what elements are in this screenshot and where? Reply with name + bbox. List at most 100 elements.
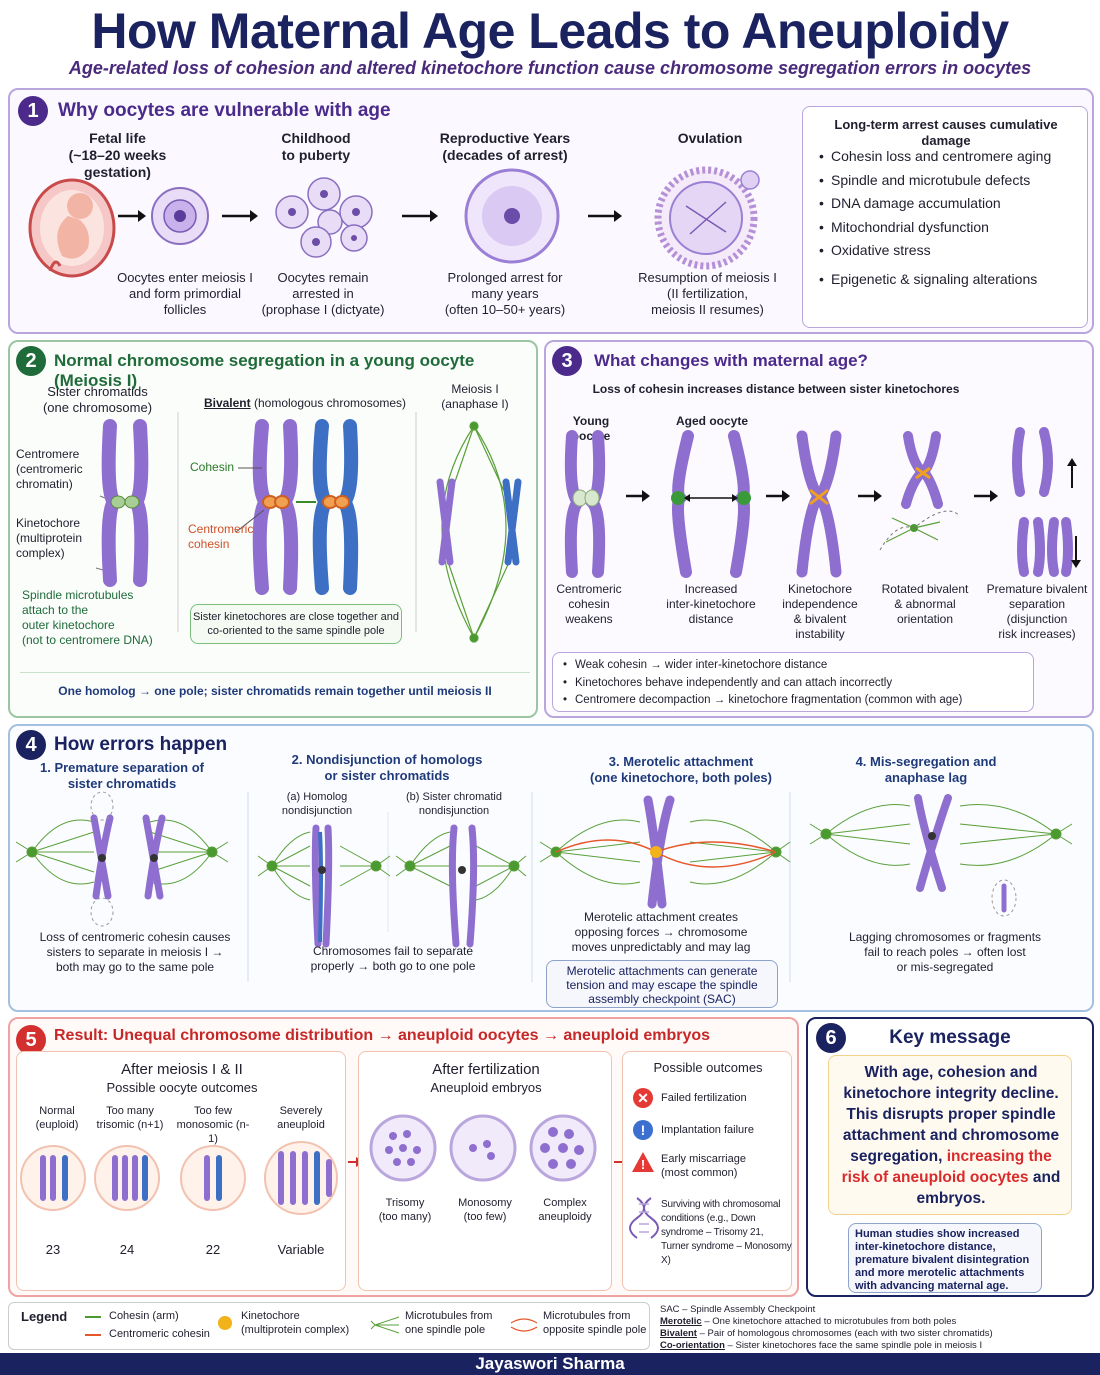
normal-segregation-summary: One homolog → one pole; sister chromatid…	[20, 672, 530, 699]
panel-number-badge: 2	[16, 346, 46, 376]
premature-separation-desc: Loss of centromeric cohesin causes siste…	[39, 930, 231, 974]
centromeric-cohesin-label: Centromeric cohesin	[188, 522, 254, 551]
panel-number-badge: 5	[16, 1025, 46, 1055]
legend-mt-one-pole: Microtubules from one spindle pole	[405, 1310, 493, 1336]
dna-helix-icon	[629, 1197, 659, 1239]
age-effect-item: Centromere decompaction → kinetochore fr…	[561, 692, 1031, 710]
damage-item: Cohesin loss and centromere aging	[817, 145, 1079, 169]
oocyte-outcome-illustrations	[20, 1141, 338, 1215]
arrested-oocytes-cluster-icon	[275, 177, 373, 258]
glossary-entry: Bivalent – Pair of homologous chromosome…	[660, 1328, 1094, 1340]
author-footer: Jayaswori Sharma	[0, 1353, 1100, 1375]
outcome-normal-label: Normal (euploid)	[35, 1105, 79, 1131]
aged-separated-kinetochores	[671, 430, 751, 578]
sister-chromatid-pair	[101, 419, 149, 587]
microtubule-opposite-pole-icon	[510, 1318, 538, 1332]
error-mechanisms-illustration	[15, 791, 1073, 982]
panel-title: How errors happen	[54, 734, 228, 755]
kinetochore-swatch-icon	[218, 1316, 232, 1330]
glossary-entry: Co-orientation – Sister kinetochores fac…	[660, 1340, 1094, 1352]
panel-title: What changes with maternal age?	[594, 351, 868, 370]
age-label-cohesin-weakens: Centromeric cohesin weakens	[556, 582, 622, 626]
outcome-monosomic-label: Too few monosomic (n-1)	[176, 1105, 250, 1145]
stage-desc-ovulation: Resumption of meiosis I (II fertilizatio…	[638, 270, 777, 317]
error-merotelic-title: 3. Merotelic attachment (one kinetochore…	[589, 754, 772, 785]
outcome-monosomic-count: 22	[205, 1242, 221, 1257]
rotated-bivalent	[879, 431, 961, 551]
prolonged-arrest-oocyte-icon	[464, 168, 560, 264]
age-label-rotated: Rotated bivalent & abnormal orientation	[881, 582, 969, 626]
glossary-def: – Pair of homologous chromosomes (each w…	[696, 1328, 993, 1339]
nondisjunction-desc: Chromosomes fail to separate properly → …	[310, 944, 476, 973]
panel-maternal-age-changes: 3 What changes with maternal age? Loss o…	[544, 340, 1094, 718]
outcome-normal-count: 23	[45, 1242, 61, 1257]
panel-subtitle: Loss of cohesin increases distance betwe…	[592, 382, 960, 396]
embryos-subtitle: Aneuploid embryos	[430, 1080, 542, 1095]
sac-escape-note-text: Merotelic attachments can generate tensi…	[566, 964, 758, 1006]
stage-desc-childhood: Oocytes remain arrested in (prophase I (…	[261, 270, 385, 317]
panel-number-badge: 4	[16, 730, 46, 760]
age-effects-summary-box: Weak cohesin → wider inter-kinetochore d…	[552, 652, 1034, 712]
page-title: How Maternal Age Leads to Aneuploidy	[91, 3, 1009, 59]
bivalent-desc: (homologous chromosomes)	[250, 396, 407, 410]
centromere-label: Centromere (centromeric chromatin)	[16, 447, 83, 491]
oocyte-outcomes-box: After meiosis I & II Possible oocyte out…	[16, 1051, 346, 1291]
outcome-severe-label: Severely aneuploid	[277, 1105, 325, 1131]
error-anaphase-lag-title: 4. Mis-segregation and anaphase lag	[855, 754, 997, 785]
damage-item: Epigenetic & signaling alterations	[817, 268, 1079, 292]
legend-swatches	[85, 1316, 101, 1336]
human-studies-note: Human studies show increased inter-kinet…	[848, 1223, 1042, 1293]
ovulated-oocyte-icon	[654, 166, 760, 270]
glossary-def: SAC – Spindle Assembly Checkpoint	[660, 1304, 816, 1315]
panel-how-errors-happen: 4 How errors happen 1. Premature separat…	[8, 724, 1094, 1012]
legend-cohesin-arm: Cohesin (arm)	[109, 1310, 179, 1322]
sac-escape-note: Merotelic attachments can generate tensi…	[546, 960, 778, 1008]
panel-number-badge: 6	[816, 1023, 846, 1053]
premature-separation	[1012, 427, 1081, 577]
glossary: SAC – Spindle Assembly Checkpoint Merote…	[656, 1302, 1094, 1352]
embryo-trisomy-label: Trisomy (too many)	[378, 1197, 432, 1223]
embryo-complex-label: Complex aneuploidy	[538, 1197, 592, 1223]
merotelic-desc: Merotelic attachment creates opposing fo…	[571, 910, 751, 954]
kinetochore-label: Kinetochore (multiprotein complex)	[16, 516, 83, 560]
glossary-term: Bivalent	[660, 1328, 697, 1339]
oocyte-outcomes-title: After meiosis I & II	[121, 1061, 243, 1078]
aneuploid-embryos-box: After fertilization Aneuploid embryos Tr…	[358, 1051, 612, 1291]
damage-list: Cohesin loss and centromere aging Spindl…	[817, 145, 1079, 291]
outcome-early-miscarriage: Early miscarriage (most common)	[661, 1153, 746, 1179]
panel-number-badge: 3	[552, 346, 582, 376]
age-label-instability: Kinetochore independence & bivalent inst…	[782, 582, 858, 641]
panel-number-badge: 1	[18, 96, 48, 126]
glossary-entry: Merotelic – One kinetochore attached to …	[660, 1316, 1094, 1328]
oocyte-outcomes-subtitle: Possible oocyte outcomes	[106, 1080, 258, 1095]
glossary-def: – One kinetochore attached to microtubul…	[701, 1316, 957, 1327]
young-bivalent	[564, 430, 606, 578]
panel-title: Normal chromosome segregation in a young…	[54, 351, 475, 390]
bivalent-chromosomes	[235, 419, 359, 595]
legend-centromeric-cohesin: Centromeric cohesin	[109, 1328, 210, 1340]
embryo-monosomy-label: Monosomy (too few)	[458, 1197, 512, 1223]
cumulative-damage-box: Long-term arrest causes cumulative damag…	[802, 106, 1088, 328]
embryos-title: After fertilization	[432, 1061, 540, 1078]
anaphase-spindle	[441, 421, 513, 643]
homolog-nondisjunction-label: (a) Homolog nondisjunction	[281, 791, 353, 817]
stage-head-childhood: Childhood to puberty	[281, 130, 351, 163]
page-subtitle: Age-related loss of cohesion and altered…	[68, 58, 1032, 78]
sister-chromatids-label: Sister chromatids (one chromosome)	[42, 384, 153, 415]
outcome-trisomic-label: Too many trisomic (n+1)	[96, 1105, 164, 1131]
age-effects-list: Weak cohesin → wider inter-kinetochore d…	[561, 657, 1031, 710]
legend-mt-opposite-pole: Microtubules from opposite spindle pole	[543, 1310, 647, 1336]
bivalent-label: Bivalent (homologous chromosomes)	[200, 396, 410, 411]
clinical-outcomes-box: Possible outcomes ✕ Failed fertilization…	[622, 1051, 792, 1291]
oocyte-stage-illustrations	[28, 166, 760, 278]
key-message-box: With age, cohesion and kinetochore integ…	[828, 1055, 1072, 1215]
age-label-distance: Increased inter-kinetochore distance	[666, 582, 756, 626]
key-message-part: With age, cohesion and kinetochore integ…	[842, 1064, 1060, 1165]
meiosis-i-illustration	[95, 412, 522, 643]
outcome-implantation-failure: Implantation failure	[661, 1124, 754, 1136]
co-orientation-note: Sister kinetochores are close together a…	[190, 604, 402, 644]
info-exclamation-icon: !	[633, 1120, 653, 1140]
spindle-pole-left	[15, 819, 229, 885]
legend-title: Legend	[21, 1309, 68, 1324]
aged-oocyte-label: Aged oocyte	[675, 414, 748, 428]
